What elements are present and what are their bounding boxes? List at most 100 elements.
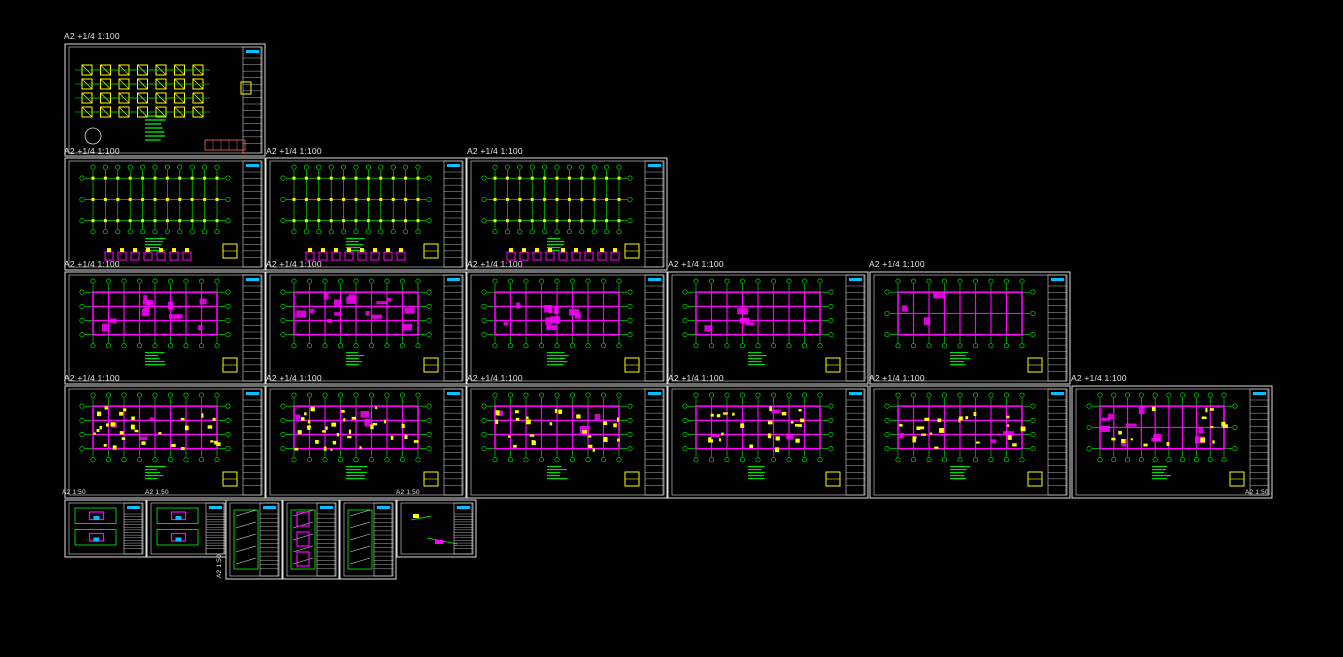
grid-bubble — [724, 457, 730, 463]
drawing-sheet[interactable] — [146, 499, 229, 558]
drawing-sheet[interactable] — [64, 385, 266, 499]
annotation-mark — [180, 447, 185, 451]
grid-bubble — [988, 392, 994, 398]
section-detail-tag — [334, 248, 338, 253]
grid-bubble — [306, 278, 312, 284]
grid-bubble — [616, 164, 622, 170]
room-hatch — [704, 325, 713, 332]
grid-bubble — [121, 343, 127, 349]
annotation-mark — [1130, 438, 1133, 441]
column-mark — [366, 197, 370, 201]
sheet-inner-frame — [150, 502, 225, 555]
grid-bubble — [600, 392, 606, 398]
annotation-mark — [740, 423, 745, 428]
grid-bubble — [828, 318, 834, 324]
drawing-sheet[interactable] — [466, 385, 668, 499]
drawing-sheet[interactable] — [339, 499, 397, 580]
column-mark — [329, 219, 333, 223]
sheet-inner-frame — [68, 160, 262, 268]
grid-bubble — [739, 278, 745, 284]
column-mark — [103, 197, 107, 201]
annotation-mark — [613, 423, 617, 428]
drawing-sheet[interactable] — [396, 499, 477, 558]
drawing-sheet[interactable] — [667, 271, 869, 385]
sheet-outer-frame — [466, 385, 668, 499]
grid-bubble — [214, 457, 220, 463]
column-mark — [617, 197, 621, 201]
drawing-sheet[interactable] — [869, 271, 1071, 385]
annotation-mark — [775, 447, 780, 453]
grid-bubble — [337, 457, 343, 463]
grid-bubble — [817, 392, 823, 398]
annotation-mark — [96, 411, 102, 417]
grid-bubble — [1232, 446, 1238, 452]
grid-bubble — [492, 229, 498, 235]
column-mark — [530, 176, 534, 180]
drawing-sheet[interactable] — [282, 499, 340, 580]
column-mark — [543, 176, 547, 180]
annotation-mark — [301, 417, 305, 421]
annotation-mark — [307, 427, 311, 430]
grid-bubble — [481, 403, 487, 409]
annotation-mark — [413, 440, 419, 443]
drawing-sheet[interactable] — [466, 271, 668, 385]
grid-bubble — [426, 289, 432, 295]
drawing-sheet[interactable] — [869, 385, 1071, 499]
annotation-mark — [141, 441, 146, 445]
column-mark — [518, 219, 522, 223]
drawing-sheet[interactable] — [1071, 385, 1273, 499]
drawing-sheet[interactable] — [64, 499, 147, 558]
sheet-label: A2 +1/4 1:100 — [668, 259, 724, 269]
grid-bubble — [102, 164, 108, 170]
annotation-mark — [549, 422, 553, 426]
column-mark — [379, 219, 383, 223]
grid-bubble — [542, 164, 548, 170]
grid-bubble — [280, 403, 286, 409]
grid-bubble — [591, 164, 597, 170]
annotation-mark — [212, 417, 216, 421]
grid-bubble — [368, 392, 374, 398]
room-hatch — [515, 302, 521, 309]
grid-bubble — [306, 392, 312, 398]
grid-bubble — [426, 175, 432, 181]
drawing-sheet[interactable] — [64, 157, 266, 271]
title-block-logo — [849, 278, 862, 281]
column-mark — [215, 197, 219, 201]
sheet-label: A2 +1/4 1:100 — [1071, 373, 1127, 383]
grid-bubble — [708, 392, 714, 398]
drawing-sheet[interactable] — [265, 385, 467, 499]
grid-bubble — [140, 164, 146, 170]
title-block-logo — [246, 392, 259, 395]
room-hatch — [1125, 423, 1137, 427]
grid-bubble — [322, 392, 328, 398]
drawing-sheet[interactable] — [64, 271, 266, 385]
title-block — [242, 274, 263, 382]
stair-flight — [349, 533, 371, 541]
drawing-sheet[interactable] — [466, 157, 668, 271]
column-mark — [165, 176, 169, 180]
annotation-mark — [158, 432, 162, 435]
drawing-sheet[interactable] — [265, 271, 467, 385]
title-block-logo — [320, 506, 333, 509]
grid-bubble — [140, 229, 146, 235]
grid-bubble — [481, 303, 487, 309]
drawing-sheet[interactable] — [667, 385, 869, 499]
grid-bubble — [627, 432, 633, 438]
drawing-sheet[interactable] — [225, 499, 283, 580]
title-block-logo — [1253, 392, 1266, 395]
section-detail-tag — [159, 248, 163, 253]
drawing-sheet[interactable] — [64, 43, 266, 157]
room-hatch — [1138, 406, 1145, 415]
grid-bubble — [426, 318, 432, 324]
grid-bubble — [1003, 278, 1009, 284]
grid-bubble — [280, 432, 286, 438]
drawing-sheet[interactable] — [265, 157, 467, 271]
title-block — [242, 160, 263, 268]
grid-bubble — [328, 164, 334, 170]
grid-bubble — [538, 343, 544, 349]
grid-bubble — [90, 392, 96, 398]
grid-bubble — [121, 457, 127, 463]
room-hatch — [1003, 431, 1014, 435]
title-block — [644, 274, 665, 382]
